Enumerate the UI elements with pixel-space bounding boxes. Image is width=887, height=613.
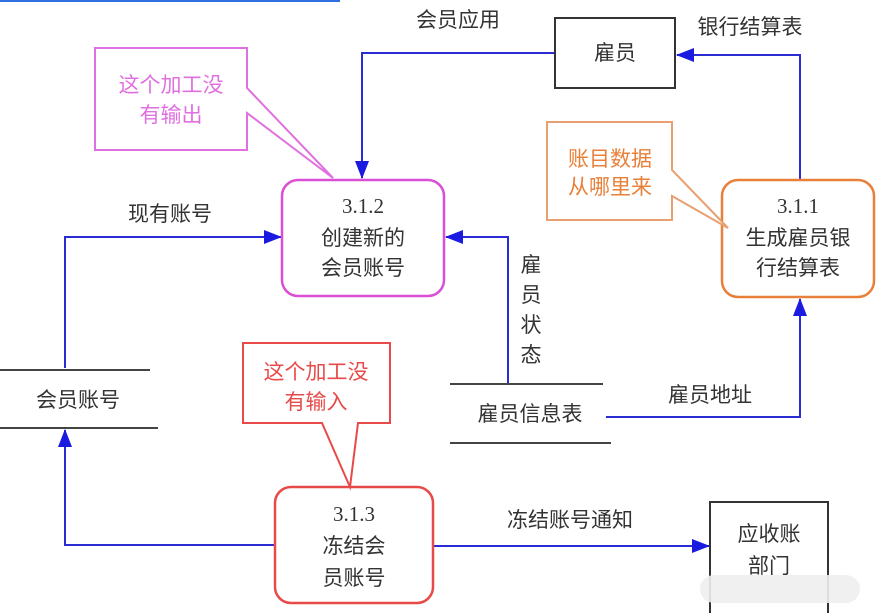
- process-3-1-3-id: 3.1.3: [333, 502, 375, 526]
- label-char: 状: [521, 313, 542, 337]
- callout-no-input-line1: 这个加工没: [264, 360, 369, 384]
- label-char: 雇: [521, 253, 542, 277]
- label-existing-account: 现有账号: [128, 202, 212, 226]
- flow-existing-account: [64, 230, 282, 368]
- process-3-1-2-line2: 会员账号: [321, 256, 405, 280]
- watermark-blur: [700, 575, 860, 603]
- process-3-1-2: [280, 178, 446, 298]
- flow-employee-address: [606, 298, 807, 418]
- store-employee-info-label: 雇员信息表: [478, 402, 583, 426]
- process-3-1-2-id: 3.1.2: [342, 194, 384, 218]
- callout-no-input: 这个加工没 有输入: [242, 342, 391, 491]
- flow-bank-statement: [676, 48, 801, 180]
- callout-no-output-line1: 这个加工没: [119, 73, 224, 97]
- entity-receivables-line1: 应收账: [738, 522, 801, 546]
- label-char: 态: [521, 343, 542, 367]
- callout-no-output-line2: 有输出: [140, 103, 203, 127]
- process-3-1-2-line1: 创建新的: [321, 226, 405, 250]
- process-3-1-3: [273, 485, 435, 605]
- callout-data-source: 账目数据 从哪里来: [546, 121, 729, 229]
- entity-employee: [554, 17, 676, 89]
- entity-employee-label: 雇员: [594, 41, 636, 65]
- store-member-account-label: 会员账号: [36, 388, 120, 412]
- entity-receivables-line2: 部门: [748, 554, 790, 578]
- flow-to-member-account: [58, 429, 275, 546]
- label-freeze-notice: 冻结账号通知: [507, 508, 633, 532]
- process-3-1-3-line1: 冻结会: [323, 534, 386, 558]
- label-char: 员: [521, 283, 542, 307]
- callout-no-input-line2: 有输入: [285, 390, 348, 414]
- label-employee-address: 雇员地址: [668, 383, 752, 407]
- process-3-1-1-line1: 生成雇员银: [746, 226, 851, 250]
- flow-member-application: [355, 52, 555, 179]
- process-3-1-1: [720, 178, 876, 299]
- label-member-application: 会员应用: [416, 8, 500, 32]
- callout-data-source-line1: 账目数据: [568, 147, 652, 171]
- flow-employee-status: [445, 230, 509, 383]
- process-3-1-1-id: 3.1.1: [777, 194, 819, 218]
- label-bank-statement: 银行结算表: [698, 15, 803, 39]
- process-3-1-1-line2: 行结算表: [756, 256, 840, 280]
- callout-data-source-line2: 从哪里来: [568, 175, 652, 199]
- process-3-1-3-line2: 员账号: [323, 566, 386, 590]
- label-employee-status: 雇 员 状 态: [521, 253, 542, 367]
- callout-no-output: 这个加工没 有输出: [94, 47, 334, 179]
